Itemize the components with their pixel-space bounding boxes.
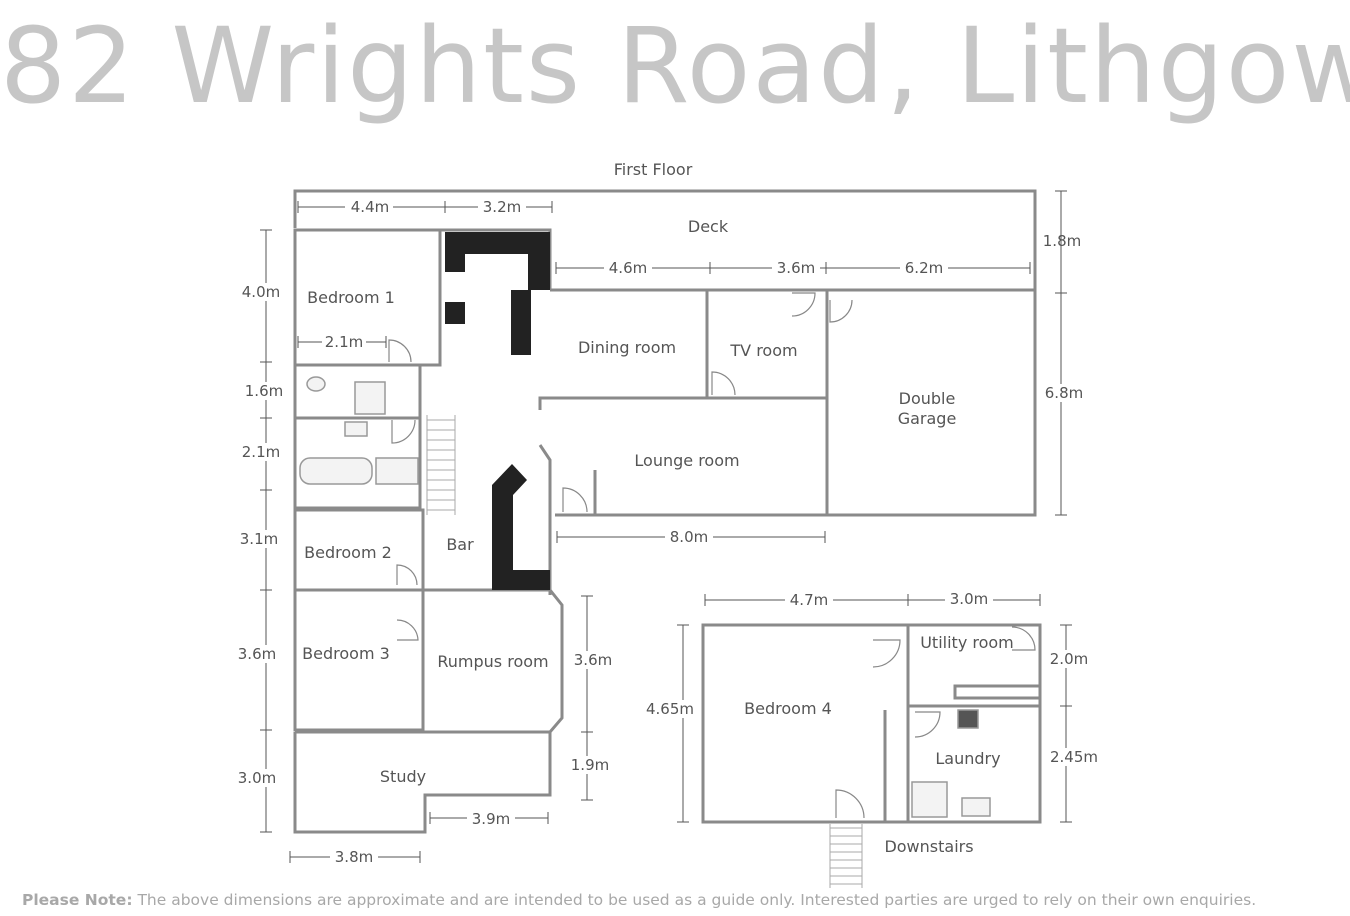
door-icon [835,789,865,819]
dim-label: 6.2m [905,259,943,277]
room-garage-line2: Garage [898,409,957,428]
study-wall [293,730,552,834]
dim-label: 3.1m [240,530,278,548]
disclaimer-label: Please Note: [22,891,133,909]
room-tv: TV room [729,341,797,360]
dim-label: 3.9m [472,810,510,828]
dim-label: 3.8m [335,848,373,866]
door-icon [829,299,853,323]
room-bar: Bar [446,535,474,554]
dim-label: 2.1m [325,333,363,351]
bathtub-icon [299,457,373,485]
dim-label: 4.4m [351,198,389,216]
vanity-icon [375,457,419,485]
room-deck: Deck [688,217,729,236]
dim-label: 4.6m [609,259,647,277]
dim-label: 1.9m [571,756,609,774]
cabinet-left [445,232,465,272]
kitchen-cabinets [445,232,550,590]
walls [293,189,1042,834]
room-utility: Utility room [920,633,1014,652]
property-title: 82 Wrights Road, Lithgow [0,5,1350,127]
utility-shelf [953,684,1042,700]
room-lounge: Lounge room [634,451,739,470]
dim-label: 4.7m [790,591,828,609]
dimension-labels: 4.4m 3.2m 1.8m 4.0m 4.6m 3.6m 6.2m 2.1m … [236,198,1100,866]
dim-label: 3.2m [483,198,521,216]
dim-label: 3.6m [574,651,612,669]
fixtures [299,376,991,818]
room-bedroom2: Bedroom 2 [304,543,392,562]
dim-label: 2.0m [1050,650,1088,668]
door-icon [388,339,412,363]
dim-label: 6.8m [1045,384,1083,402]
room-dining: Dining room [578,338,676,357]
door-icon [791,292,816,317]
disclaimer-text: The above dimensions are approximate and… [132,891,1257,909]
laundry-basin-icon [957,709,979,729]
doors [388,292,1036,819]
disclaimer-note: Please Note: The above dimensions are ap… [22,891,1256,909]
cabinet-island [511,290,531,355]
ensuite-right-wall [387,363,422,510]
door-icon [711,371,736,396]
room-bedroom4: Bedroom 4 [744,699,832,718]
cabinet-top [445,232,550,254]
dim-label: 2.45m [1050,748,1098,766]
bedroom3-wall [293,588,425,732]
toilet-icon [306,376,326,392]
bar-counter [492,464,550,590]
bedroom4-wall [701,623,1042,824]
door-icon [872,639,901,668]
dim-label: 2.1m [242,443,280,461]
door-icon [391,419,416,444]
room-laundry: Laundry [935,749,1000,768]
dim-label: 3.0m [950,590,988,608]
stairs-downstairs [829,824,863,888]
shower-icon [354,381,386,415]
cabinet-small [445,302,465,324]
door-icon [914,711,941,738]
room-garage-line1: Double [899,389,956,408]
bay-wall [538,444,552,595]
dining-wall [550,288,1037,517]
cabinet-right [528,232,550,290]
door-icon [396,564,418,586]
lounge-top-wall [538,396,827,410]
laundry-tub-icon [911,781,948,818]
dim-label: 1.8m [1043,232,1081,250]
dim-label: 3.6m [777,259,815,277]
basin-icon [344,421,368,437]
floor-label: First Floor [614,160,693,179]
room-rumpus: Rumpus room [437,652,548,671]
room-downstairs: Downstairs [884,837,973,856]
door-icon [562,487,588,513]
dim-label: 8.0m [670,528,708,546]
dim-label: 3.0m [238,769,276,787]
dim-label: 4.0m [242,283,280,301]
dim-label: 4.65m [646,700,694,718]
room-bedroom3: Bedroom 3 [302,644,390,663]
bedroom1-wall [293,228,442,367]
deck-wall [293,189,1037,290]
room-study: Study [380,767,426,786]
dim-label: 1.6m [245,382,283,400]
laundry-sink-icon [961,797,991,817]
door-icon [1011,626,1036,651]
room-bedroom1: Bedroom 1 [307,288,395,307]
dim-label: 3.6m [238,645,276,663]
stairs-bar [426,415,456,515]
door-icon [396,619,419,641]
